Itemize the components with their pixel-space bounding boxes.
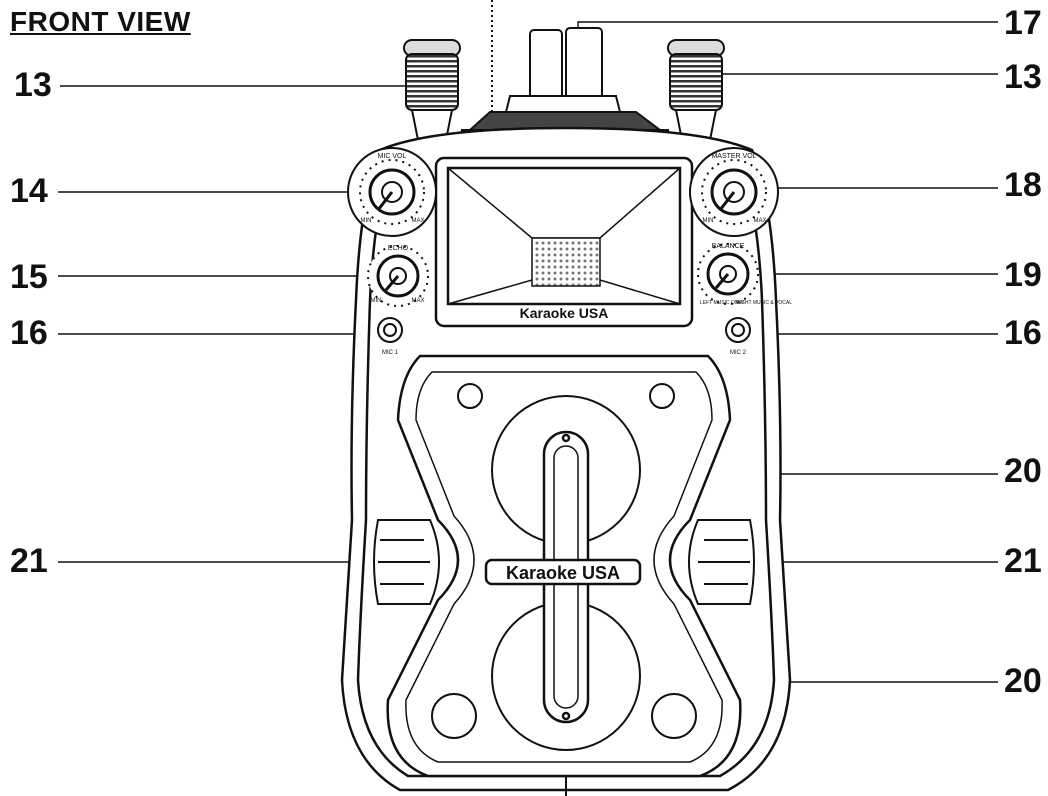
mic-vol-label: MIC VOL	[378, 153, 407, 160]
callout-20-upper: 20	[1004, 452, 1042, 490]
mic-jack-2-label: MIC 2	[730, 350, 747, 356]
callout-13-right: 13	[1004, 58, 1042, 96]
side-radiator-right	[688, 519, 755, 605]
mic-vol-max: MAX	[411, 218, 424, 224]
callout-14: 14	[10, 172, 48, 210]
mic-jack-1-label: MIC 1	[382, 350, 399, 356]
display-screen: Karaoke USA	[434, 156, 694, 328]
balance-label: BALANCE	[712, 243, 745, 250]
callout-20-lower: 20	[1004, 662, 1042, 700]
microphone-left	[403, 39, 461, 141]
front-brand-label: Karaoke USA	[506, 563, 620, 583]
callout-16-right: 16	[1004, 314, 1042, 352]
mic-jack-1: MIC 1	[377, 317, 403, 356]
echo-min: MIN	[371, 298, 382, 304]
front-brand-badge: Karaoke USA	[484, 558, 642, 586]
echo-max: MAX	[411, 298, 424, 304]
balance-left-label: LEFT MUSIC ONLY	[700, 300, 745, 306]
callout-17: 17	[1004, 4, 1042, 42]
echo-label: ECHO	[388, 245, 409, 252]
callout-21-right: 21	[1004, 542, 1042, 580]
master-vol-label: MASTER VOL	[711, 153, 756, 160]
side-radiator-left	[373, 519, 440, 605]
echo-knob: ECHO MIN MAX	[367, 245, 429, 307]
callout-21-left: 21	[10, 542, 48, 580]
balance-knob: BALANCE LEFT MUSIC ONLY RIGHT MUSIC & VO…	[697, 243, 792, 306]
master-vol-min: MIN	[703, 218, 714, 224]
callout-16-left: 16	[10, 314, 48, 352]
balance-right-label: RIGHT MUSIC & VOCAL	[736, 300, 792, 306]
master-vol-max: MAX	[753, 218, 766, 224]
screen-brand-label: Karaoke USA	[520, 305, 609, 321]
microphone-right	[667, 39, 725, 141]
mic-jack-2: MIC 2	[725, 317, 751, 356]
callout-13-left: 13	[14, 66, 52, 104]
mic-vol-knob: MIC VOL MIN MAX	[347, 147, 437, 237]
master-vol-knob: MASTER VOL MIN MAX	[689, 147, 779, 237]
callout-18: 18	[1004, 166, 1042, 204]
diagram-title: FRONT VIEW	[10, 6, 191, 37]
leader-17	[577, 21, 998, 60]
callout-19: 19	[1004, 256, 1042, 294]
callout-15: 15	[10, 258, 48, 296]
mic-vol-min: MIN	[361, 218, 372, 224]
